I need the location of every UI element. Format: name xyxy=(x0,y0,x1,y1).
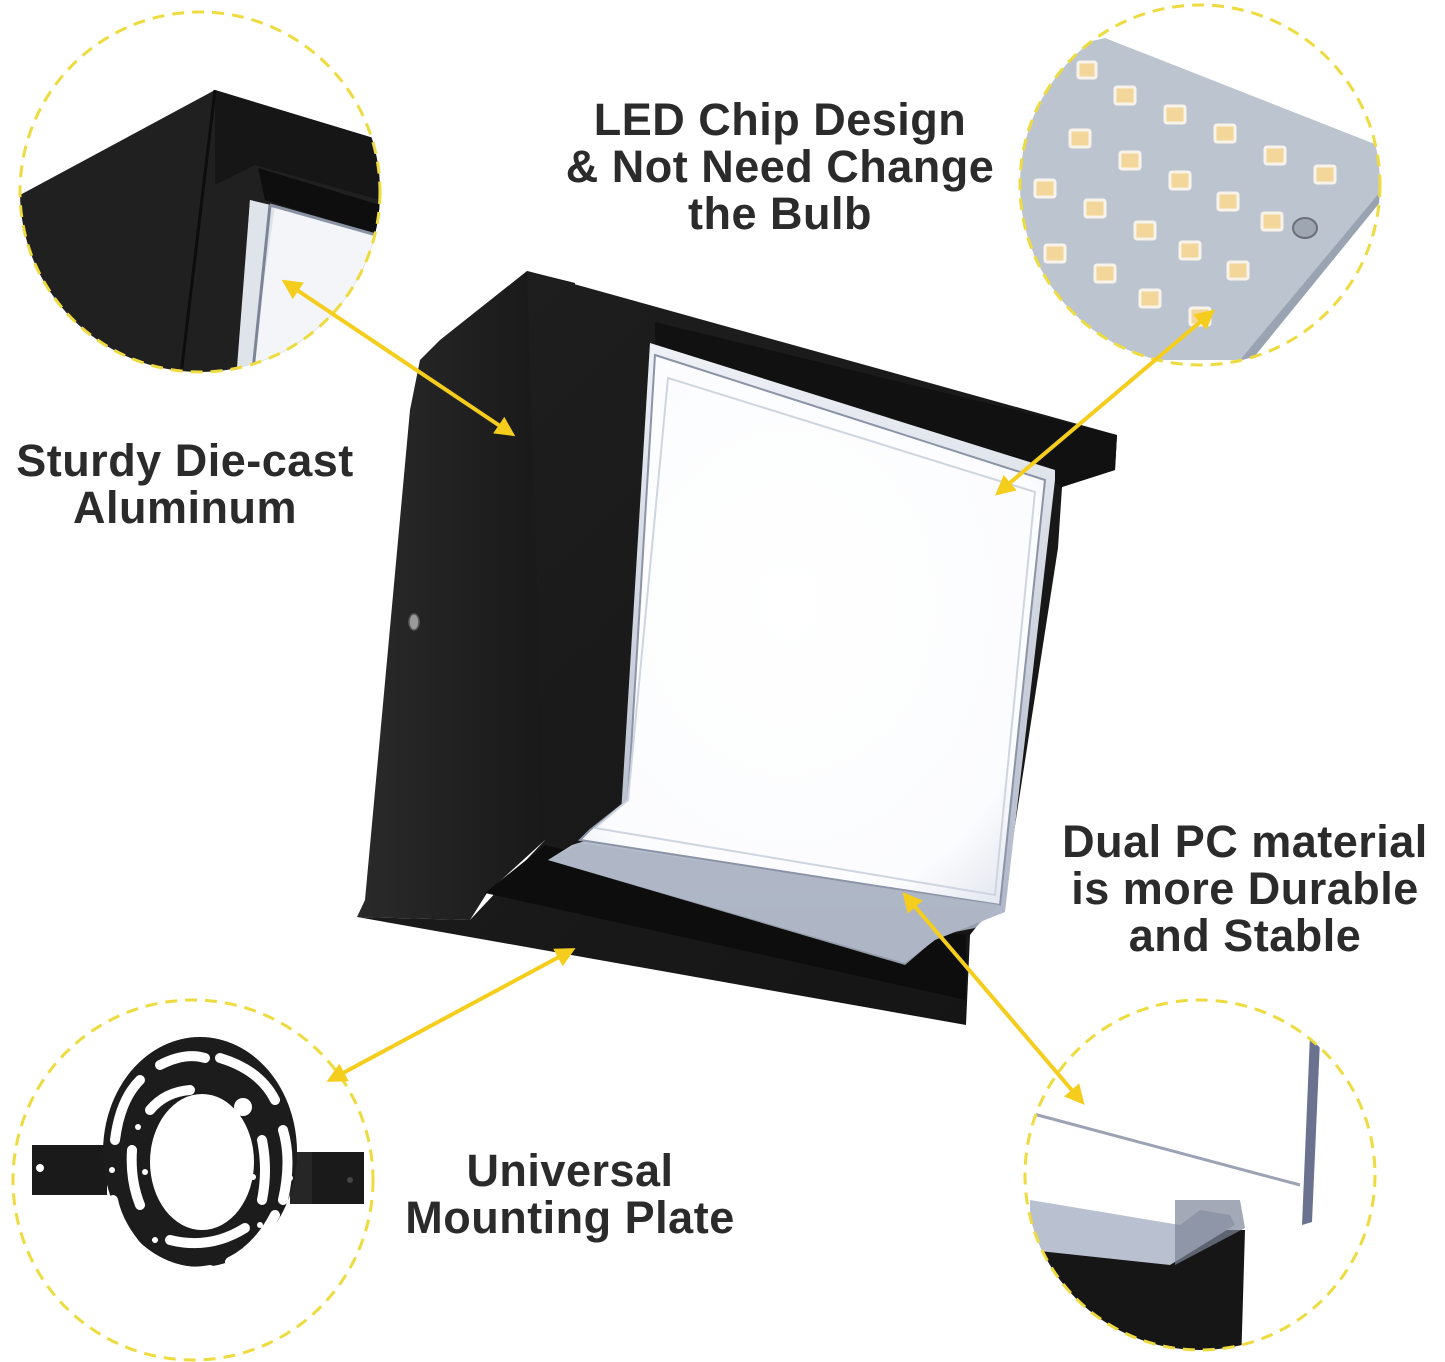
dashed-circle-frame xyxy=(11,998,375,1362)
label-line: & Not Need Change xyxy=(565,141,995,192)
label-line: Dual PC material xyxy=(1062,816,1428,867)
label-line: the Bulb xyxy=(688,188,872,239)
label-line: Aluminum xyxy=(73,482,297,533)
screw-icon xyxy=(1292,217,1318,239)
label-line: LED Chip Design xyxy=(593,94,967,145)
callout-arrows xyxy=(281,279,1216,1106)
wall-lamp-product xyxy=(357,271,1117,1025)
arrow-led-chip xyxy=(994,309,1216,496)
label-line: and Stable xyxy=(1128,910,1362,961)
mounting-plate-icon xyxy=(32,1037,364,1277)
arrow-mounting-plate xyxy=(326,948,576,1082)
label-line: Mounting Plate xyxy=(405,1192,735,1243)
label-line: Sturdy Die-cast xyxy=(16,435,354,486)
callout-label-die-cast: Sturdy Die-cast Aluminum xyxy=(0,437,375,531)
closeup-led-board xyxy=(1018,3,1382,367)
dashed-circle-frame xyxy=(1023,998,1377,1352)
closeup-mounting-plate xyxy=(11,998,375,1362)
led-chip-grid xyxy=(1033,60,1337,327)
callout-label-mounting-plate: Universal Mounting Plate xyxy=(380,1147,760,1241)
callout-label-led-chip: LED Chip Design & Not Need Change the Bu… xyxy=(540,96,1020,237)
callout-label-pc-material: Dual PC material is more Durable and Sta… xyxy=(1040,818,1445,959)
arrow-pc-material xyxy=(902,891,1085,1106)
label-line: Universal xyxy=(466,1145,674,1196)
label-line: is more Durable xyxy=(1071,863,1419,914)
closeup-housing-corner xyxy=(18,10,382,374)
closeup-pc-diffuser xyxy=(1023,998,1377,1352)
screw-icon xyxy=(408,613,420,631)
dashed-circle-frame xyxy=(18,10,382,374)
arrow-die-cast xyxy=(281,279,516,437)
